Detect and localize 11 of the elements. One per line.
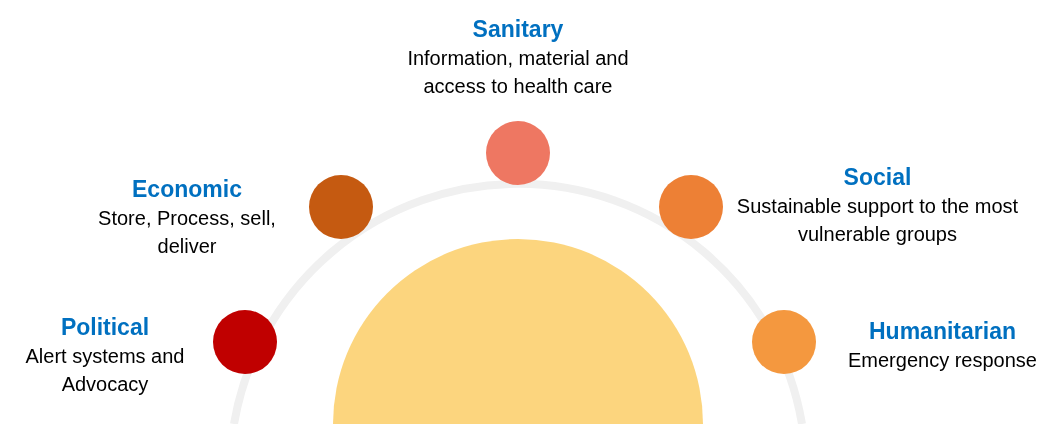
category-description: Sustainable support to the most vulnerable groups [735,194,1020,247]
category-heading: Humanitarian [869,317,1016,346]
category-heading: Political [60,313,150,342]
category-description: Information, material and access to health care [406,46,630,99]
category-description: Alert systems and Advocacy [24,344,186,397]
category-description: Emergency response [848,348,1037,373]
category-heading: Sanitary [472,15,564,44]
category-description: Store, Process, sell, deliver [97,206,277,259]
category-heading: Economic [132,175,242,204]
half-sun [333,239,703,424]
category-heading: Social [843,163,912,192]
